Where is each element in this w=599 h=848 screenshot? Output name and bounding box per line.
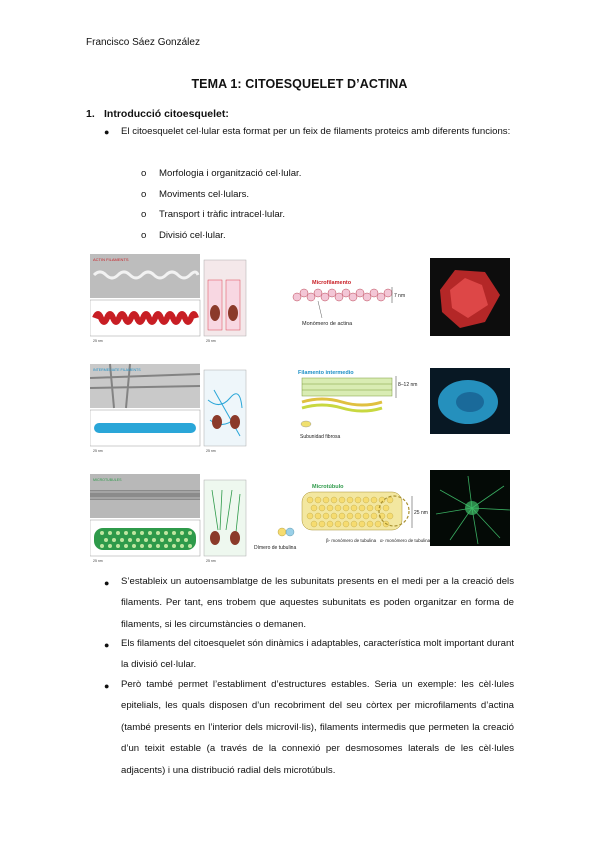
panel-label: MICROTUBULES [93,478,122,482]
paragraph: Però també permet l’establiment d’estruc… [121,679,514,776]
circle-bullet-icon: o [141,189,147,200]
diagram-sublabel: Dímero de tubulina [254,545,296,551]
actin-filament-diagram: 7 nm Microfilamento Monòmero de actina [292,280,405,327]
diagram-label: Microtúbulo [312,484,344,490]
bullet-icon: ● [104,127,110,137]
diagram-sublabel: Subunidad fibrosa [300,434,341,440]
author-name: Francisco Sáez González [86,37,200,48]
beta-tubulin-label: β- monómero de tubulina [326,538,377,543]
dimension-label: 7 nm [394,293,405,299]
section-heading: 1. Introducció citoesquelet: [86,108,229,120]
bullet-icon: ● [104,578,110,588]
section-heading-text: Introducció citoesquelet: [104,108,229,120]
bullet-text: El citoesquelet cel·lular esta format pe… [121,126,511,137]
bullet-icon: ● [104,681,110,691]
panel-label: INTERMEDIATE FILAMENTS [93,368,141,372]
paragraph: Els filaments del citoesquelet són dinàm… [121,638,514,671]
diagram-label: Filamento intermedio [298,370,354,376]
dimension-label: 8–12 nm [398,382,417,388]
cytoskeleton-figure: ACTIN FILAMENTS 25 nm 25 nm 7 nm [90,254,510,563]
circle-bullet-icon: o [141,209,147,220]
document-title: TEMA 1: CITOESQUELET D’ACTINA [191,77,408,91]
circle-bullet-icon: o [141,230,147,241]
diagram-sublabel: Monòmero de actina [302,321,353,327]
bullet-icon: ● [104,640,110,650]
figure-row-actin: ACTIN FILAMENTS 25 nm 25 nm 7 nm [90,254,510,343]
section-number: 1. [86,108,95,120]
microtubule-diagram: Microtúbulo 25 nm Dímero de tubulina β- … [254,484,431,551]
scale-label: 25 nm [93,449,103,453]
scale-label: 25 nm [206,559,216,563]
panel-label: ACTIN FILAMENTS [93,257,129,262]
scale-label: 25 nm [93,559,103,563]
figure-row-microtubules: MICROTUBULES 25 nm 25 nm Microtúbulo 25 … [90,470,510,563]
scale-label: 25 nm [206,449,216,453]
diagram-label: Microfilamento [312,280,352,286]
alpha-tubulin-label: α- monómero de tubulina [380,538,431,543]
figure-row-intermediate: INTERMEDIATE FILAMENTS 25 nm 25 nm 8–12 … [90,363,510,453]
scale-label: 25 nm [93,339,103,343]
dimension-label: 25 nm [414,510,428,516]
intermediate-filament-diagram: 8–12 nm Filamento intermedio Subunidad f… [298,370,417,440]
paragraph: S’estableix un autoensamblatge de les su… [121,576,514,630]
scale-label: 25 nm [206,339,216,343]
circle-bullet-icon: o [141,168,147,179]
